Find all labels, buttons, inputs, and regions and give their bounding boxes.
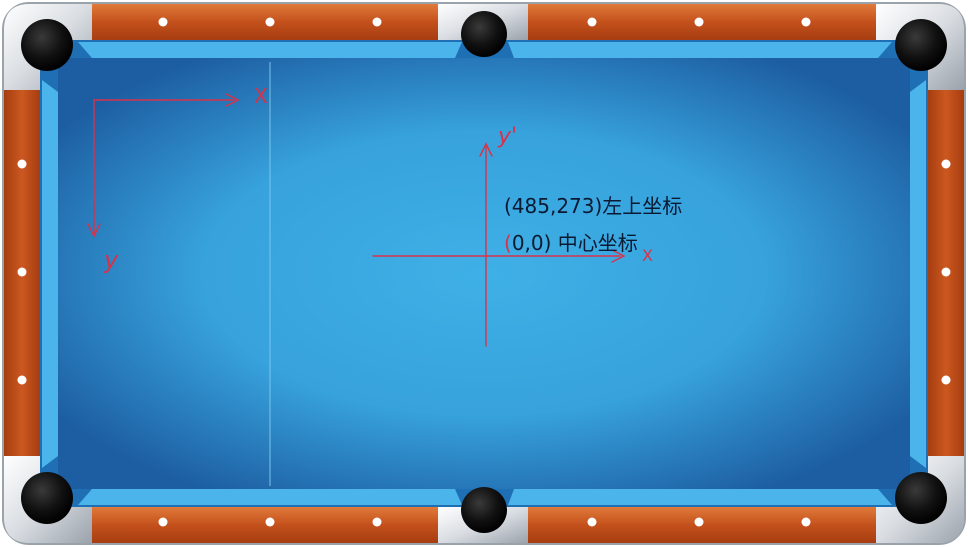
topleft-y-arrow <box>87 223 101 238</box>
center-coordinate-open-paren: ( <box>504 231 512 255</box>
felt <box>58 58 910 489</box>
cushion-right <box>910 80 926 468</box>
topleft-coordinate-label: (485,273)左上坐标 <box>504 194 683 218</box>
cushion-top-right <box>508 42 892 58</box>
center-y-label: y' <box>498 124 518 149</box>
rail-diamonds <box>17 17 951 527</box>
topleft-x-label: X <box>254 84 268 108</box>
pocket-bottom-middle <box>461 487 507 533</box>
corner-cap-top-right <box>876 4 964 90</box>
diamond <box>158 17 168 27</box>
center-coordinate-text: 0,0) 中心坐标 <box>511 231 638 255</box>
diamond <box>17 267 27 277</box>
topleft-x-arrow <box>225 93 240 107</box>
diamond <box>941 159 951 169</box>
diamond <box>694 17 704 27</box>
cushion-bottom-right <box>508 489 892 505</box>
center-x-label: X <box>642 246 653 265</box>
center-x-arrow <box>611 249 626 263</box>
diamond <box>158 517 168 527</box>
corner-cap-bottom-right <box>876 456 964 543</box>
corner-cap-bottom-left <box>4 456 92 543</box>
pocket-top-right <box>895 19 947 71</box>
center-y-arrow <box>479 142 493 157</box>
rail-bottom-left <box>92 507 438 543</box>
diamond <box>17 375 27 385</box>
diamond <box>694 517 704 527</box>
diamond <box>17 159 27 169</box>
pocket-top-middle <box>461 11 507 57</box>
topleft-y-label: y <box>104 246 119 274</box>
diamond <box>587 17 597 27</box>
pocket-bottom-right <box>895 472 947 524</box>
center-axes <box>372 142 626 347</box>
cushion-left <box>42 80 58 468</box>
cushion-bottom-left <box>78 489 462 505</box>
diamond <box>372 517 382 527</box>
center-coordinate-label: (0,0) 中心坐标 <box>504 233 638 253</box>
corner-cap-top-left <box>4 4 92 90</box>
pocket-bottom-left <box>21 472 73 524</box>
pocket-top-left <box>21 19 73 71</box>
diamond <box>801 517 811 527</box>
topleft-axes <box>87 93 240 238</box>
diamond <box>801 17 811 27</box>
diamond <box>265 517 275 527</box>
diamond <box>587 517 597 527</box>
diamond <box>941 375 951 385</box>
diamond <box>265 17 275 27</box>
cushion-top-left <box>78 42 462 58</box>
rail-top-left <box>92 4 438 40</box>
diamond <box>941 267 951 277</box>
diamond <box>372 17 382 27</box>
